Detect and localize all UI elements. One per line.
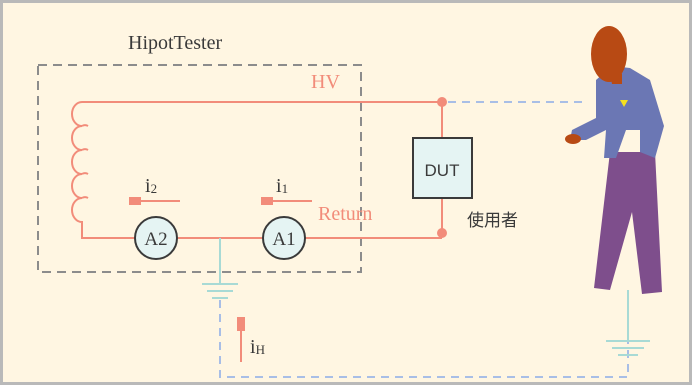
user-label: 使用者 — [467, 210, 518, 230]
ammeter-a2-label: A2 — [144, 229, 167, 250]
current-label-ih: iH — [250, 336, 265, 358]
current-label-i1: i1 — [276, 175, 288, 197]
ammeter-a2: A2 — [134, 216, 178, 260]
person-hand — [565, 134, 581, 144]
person-shirt — [570, 66, 664, 158]
hv-label: HV — [311, 71, 340, 93]
ammeter-a1: A1 — [262, 216, 306, 260]
current-arrow-ih — [237, 317, 245, 362]
person-neck — [610, 74, 622, 84]
return-label: Return — [318, 203, 372, 225]
person-badge — [620, 100, 628, 107]
tester-enclosure — [37, 64, 362, 273]
person-ground-icon — [606, 340, 650, 356]
person-figure — [565, 26, 664, 294]
dut-label: DUT — [425, 161, 460, 180]
tester-title: HipotTester — [128, 32, 222, 54]
ammeter-a2-circle — [134, 216, 178, 260]
ammeter-a1-circle — [262, 216, 306, 260]
current-arrow-i2 — [129, 197, 180, 205]
person-pants — [594, 152, 662, 294]
current-arrow-i1 — [261, 197, 312, 205]
transformer-coil — [71, 101, 134, 239]
current-label-i2: i2 — [145, 175, 157, 197]
ammeter-a1-label: A1 — [272, 229, 295, 250]
dut-box — [412, 137, 473, 199]
tester-ground-icon — [202, 283, 238, 299]
person-head — [591, 26, 627, 82]
leakage-path — [219, 101, 629, 378]
